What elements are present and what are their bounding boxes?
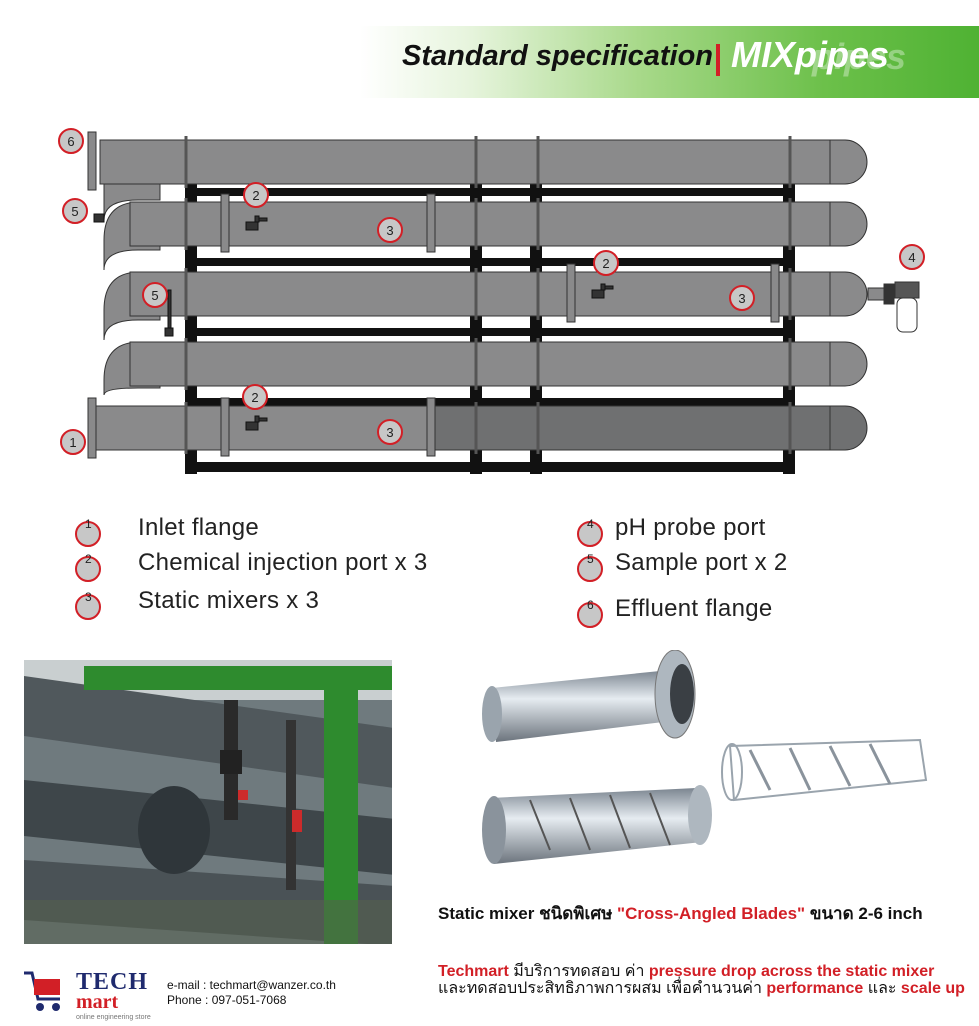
contact-email[interactable]: e-mail : techmart@wanzer.co.th bbox=[167, 978, 336, 992]
cart-icon bbox=[24, 971, 60, 1011]
callout-3b: 3 bbox=[738, 291, 745, 306]
brand-name: MIXpipes bbox=[731, 34, 890, 75]
brand-watermark: pipes bbox=[812, 36, 907, 77]
legend-label: pH probe port bbox=[615, 514, 766, 541]
legend-item-ph-probe: 4 pH probe port bbox=[577, 514, 837, 551]
pipe-diagram: 6 2 2 2 3 3 3 4 5 5 1 bbox=[58, 128, 925, 474]
callout-6: 6 bbox=[67, 134, 74, 149]
legend-badge: 1 bbox=[75, 517, 101, 547]
pipe-clamps bbox=[184, 136, 792, 454]
installation-photo bbox=[24, 660, 392, 944]
service-note: Techmart มีบริการทดสอบ ค่า pressure drop… bbox=[438, 963, 965, 997]
diagram-callouts bbox=[58, 128, 925, 455]
callout-4: 4 bbox=[908, 250, 915, 265]
pipe-runs bbox=[95, 139, 868, 451]
contact-phone[interactable]: Phone : 097-051-7068 bbox=[167, 993, 287, 1007]
callout-1: 1 bbox=[69, 435, 76, 450]
legend-badge: 3 bbox=[75, 590, 101, 620]
mixer-cutaway bbox=[482, 785, 712, 864]
contact-info: e-mail : techmart@wanzer.co.th Phone : 0… bbox=[167, 978, 336, 1008]
mixer-caption: Static mixer ชนิดพิเศษ "Cross-Angled Bla… bbox=[438, 904, 923, 923]
legend-label: Inlet flange bbox=[138, 514, 260, 541]
title-separator bbox=[716, 44, 720, 76]
legend-badge: 6 bbox=[577, 598, 603, 628]
diagram-callout-labels: 6 2 2 2 3 3 3 4 5 5 1 bbox=[67, 134, 915, 450]
valves bbox=[93, 213, 614, 431]
mixer-housing bbox=[482, 650, 696, 742]
flanges bbox=[87, 131, 780, 459]
mixer-element bbox=[721, 738, 928, 802]
legend-label: Static mixers x 3 bbox=[138, 587, 320, 614]
ph-probe-assembly bbox=[867, 281, 920, 333]
legend-label: Effluent flange bbox=[615, 595, 773, 622]
legend-label: Sample port x 2 bbox=[615, 549, 788, 576]
logo-tech: TECH bbox=[76, 969, 149, 995]
logo-tagline: online engineering store bbox=[76, 1014, 151, 1021]
legend-item-effluent: 6 Effluent flange bbox=[577, 595, 837, 632]
callout-5b: 5 bbox=[151, 288, 158, 303]
legend-item-sample: 5 Sample port x 2 bbox=[577, 549, 837, 586]
page-title: Standard specification bbox=[402, 40, 714, 72]
callout-5a: 5 bbox=[71, 204, 78, 219]
legend-badge: 4 bbox=[577, 517, 603, 547]
callout-2a: 2 bbox=[252, 188, 259, 203]
callout-2c: 2 bbox=[251, 390, 258, 405]
legend-badge: 2 bbox=[75, 552, 101, 582]
header-banner bbox=[360, 26, 979, 98]
callout-3a: 3 bbox=[386, 223, 393, 238]
logo-mart: mart bbox=[76, 991, 119, 1013]
legend-label: Chemical injection port x 3 bbox=[138, 549, 428, 576]
techmart-logo: TECH mart online engineering store bbox=[20, 965, 160, 1025]
callout-2b: 2 bbox=[602, 256, 609, 271]
legend-badge: 5 bbox=[577, 552, 603, 582]
static-mixer-renderings bbox=[482, 650, 928, 864]
callout-3c: 3 bbox=[386, 425, 393, 440]
